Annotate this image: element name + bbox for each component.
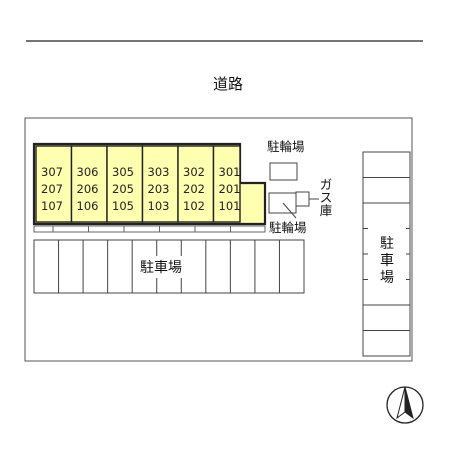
room-number: 206 [77, 182, 99, 196]
parking-right-label-bg [368, 228, 406, 290]
unit-column [106, 145, 144, 223]
site-boundary [24, 117, 413, 362]
parking-main-label-bg [133, 256, 189, 278]
room-number: 103 [148, 199, 170, 213]
room-number: 105 [112, 199, 134, 213]
parking-right: 駐車場 [362, 151, 411, 357]
room-number: 202 [183, 182, 205, 196]
room-number: 106 [77, 199, 99, 213]
apartment-building: 307 207 107 306 206 106 305 205 105 303 203 103 302 2… [32, 142, 267, 226]
room-number: 301 [219, 165, 241, 179]
bike-parking-pointer [282, 202, 297, 219]
room-number: 101 [219, 199, 241, 213]
room-number: 205 [112, 182, 134, 196]
unit-column [177, 145, 215, 223]
unit-column [212, 145, 241, 223]
room-number: 107 [41, 199, 63, 213]
vertical-label-text: 駐車場 [380, 236, 394, 286]
road-label: 道路 [213, 75, 243, 93]
bike-parking-bottom [268, 192, 297, 214]
room-number: 303 [148, 165, 170, 179]
parking-main: 駐車場 [33, 239, 305, 294]
vertical-label-text: ガス庫 [320, 177, 333, 218]
room-number: 305 [112, 165, 134, 179]
room-number: 102 [183, 199, 205, 213]
room-number: 307 [41, 165, 63, 179]
room-number: 302 [183, 165, 205, 179]
bike-parking-top [269, 162, 298, 181]
room-number: 203 [148, 182, 170, 196]
room-number: 201 [219, 182, 241, 196]
room-number: 306 [77, 165, 99, 179]
room-number: 207 [41, 182, 63, 196]
walkway-strip [33, 225, 266, 233]
bike-parking-top-label: 駐輪場 [267, 139, 305, 154]
building-walkway [33, 225, 266, 233]
parking-main-label: 駐車場 [140, 259, 182, 276]
gas-storage-label: ガス庫 [320, 177, 333, 218]
gas-storage [295, 191, 310, 207]
bike-parking-bottom-label: 駐輪場 [269, 220, 307, 235]
north-arrow-icon [386, 386, 424, 424]
